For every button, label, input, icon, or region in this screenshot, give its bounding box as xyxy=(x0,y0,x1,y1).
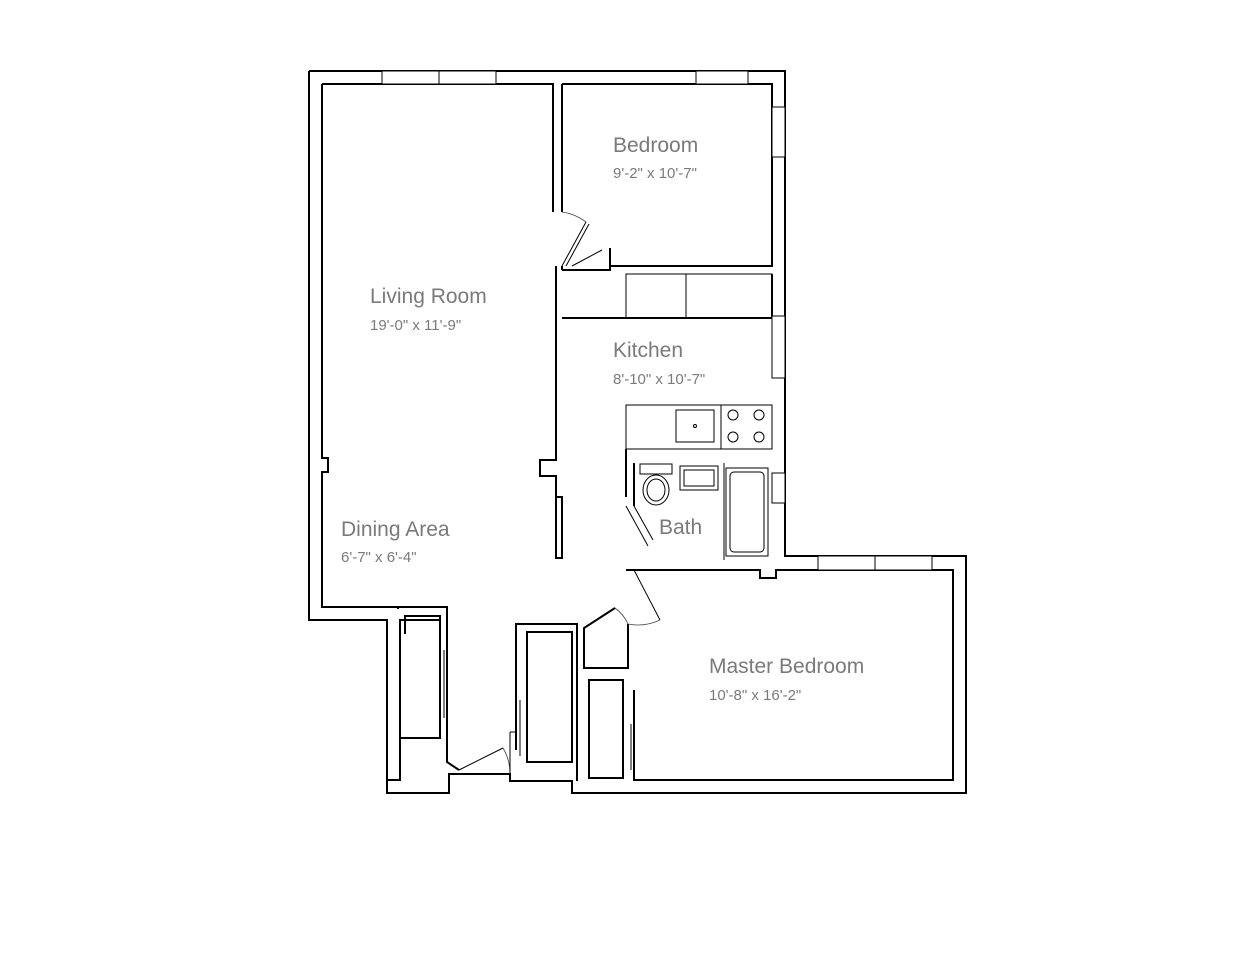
window xyxy=(695,70,749,85)
dining-left-bottom xyxy=(387,620,401,781)
kitchen-cabinet xyxy=(625,273,773,319)
bedroom-walls xyxy=(562,83,773,267)
room-name-bedroom: Bedroom xyxy=(613,134,698,157)
closet-door-swing xyxy=(614,607,629,625)
master-closet-wall xyxy=(583,607,629,669)
stove-burner-icon xyxy=(727,409,739,421)
bath-sink-basin-icon xyxy=(683,469,715,487)
room-dims-living: 19'-0" x 11'-9" xyxy=(370,317,461,334)
bathtub-icon xyxy=(725,467,769,557)
room-dims-dining: 6'-7" x 6'-4" xyxy=(341,549,417,566)
entry-door-swing xyxy=(502,747,511,775)
stove-burner-icon xyxy=(753,409,765,421)
bedroom-door-leaf xyxy=(565,223,590,267)
entry-closet-frame xyxy=(404,615,441,738)
room-dims-kitchen: 8'-10" x 10'-7" xyxy=(613,371,705,388)
room-name-kitchen: Kitchen xyxy=(613,339,683,362)
bath-door-leaf xyxy=(625,505,649,547)
room-name-master: Master Bedroom xyxy=(709,655,864,678)
hall-closet-inner xyxy=(526,631,573,763)
bedroom-closet xyxy=(562,248,611,271)
room-dims-master: 10'-8" x 16'-2" xyxy=(709,687,801,704)
window xyxy=(771,106,786,158)
room-name-dining: Dining Area xyxy=(341,518,450,541)
room-name-bath: Bath xyxy=(659,516,702,539)
entry-door xyxy=(458,747,504,771)
master-door-swing xyxy=(627,619,661,626)
master-closet xyxy=(588,679,624,779)
bath-sink-icon xyxy=(679,465,719,491)
room-name-living: Living Room xyxy=(370,285,487,308)
bathtub-basin-icon xyxy=(729,471,765,553)
kitchen-counter xyxy=(625,404,773,450)
toilet-bowl-icon xyxy=(642,474,670,506)
living-dining-inner-wall xyxy=(322,83,554,212)
stove-burner-icon xyxy=(727,431,739,443)
room-dims-bedroom: 9'-2" x 10'-7" xyxy=(613,165,697,182)
dining-bottom-wall xyxy=(322,606,460,771)
stove-burner-icon xyxy=(753,431,765,443)
bedroom-door xyxy=(561,221,587,267)
master-walls xyxy=(633,569,954,781)
toilet-tank-icon xyxy=(639,463,673,475)
entry-closet xyxy=(399,619,441,739)
kitchen-walls xyxy=(562,274,773,319)
sink-icon xyxy=(675,409,715,443)
bath-door xyxy=(633,505,654,541)
closet-door xyxy=(571,249,603,267)
window xyxy=(771,315,786,379)
closet-door xyxy=(583,607,616,629)
master-door xyxy=(633,569,661,621)
bedroom-door-swing xyxy=(561,211,587,223)
partition-mid xyxy=(539,266,563,559)
sink-drain-icon xyxy=(693,424,697,428)
toilet-seat-icon xyxy=(646,478,666,502)
window xyxy=(771,472,786,504)
hall-closet xyxy=(515,623,578,781)
